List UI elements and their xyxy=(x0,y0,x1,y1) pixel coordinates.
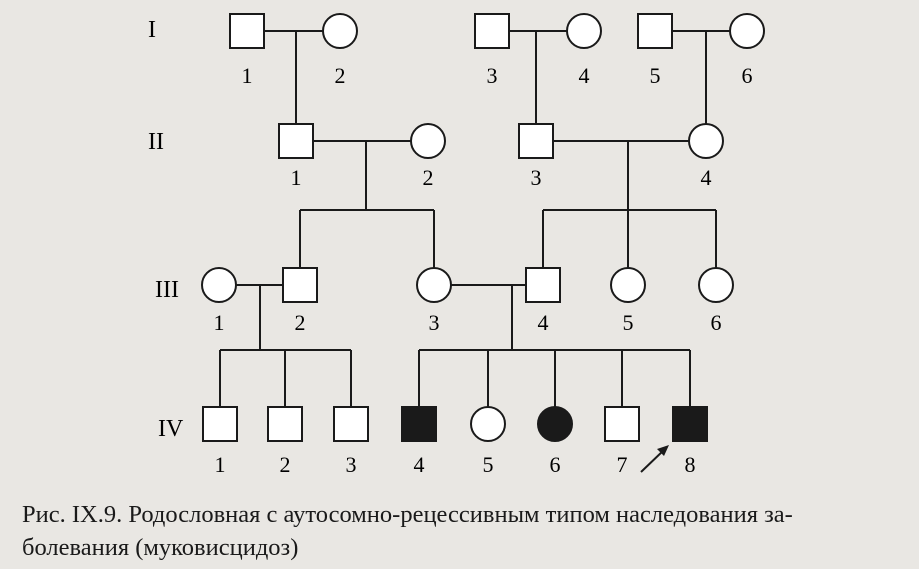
individual-number-i-2: 2 xyxy=(335,63,346,88)
pedigree-lines xyxy=(219,30,730,407)
generation-label-II: II xyxy=(148,129,164,155)
individual-number-ii-3: 3 xyxy=(531,165,542,190)
caption-line-2: болевания (муковисцидоз) xyxy=(22,534,299,561)
female-symbol-ii-2 xyxy=(410,123,446,159)
male-symbol-ii-3 xyxy=(518,123,554,159)
individual-number-ii-1: 1 xyxy=(291,165,302,190)
generation-label-IV: IV xyxy=(158,416,184,442)
female-symbol-iii-1 xyxy=(201,267,237,303)
male-symbol-i-5 xyxy=(637,13,673,49)
individual-number-iv-1: 1 xyxy=(215,452,226,477)
caption-line-1: Рис. IX.9. Родословная с аутосомно-рецес… xyxy=(22,501,793,528)
generation-label-III: III xyxy=(155,277,179,303)
male-symbol-iv-4 xyxy=(401,406,437,442)
individual-number-iii-3: 3 xyxy=(429,310,440,335)
figure-caption: Рис. IX.9. Родословная с аутосомно-рецес… xyxy=(22,498,912,564)
female-symbol-i-2 xyxy=(322,13,358,49)
male-symbol-iv-2 xyxy=(267,406,303,442)
individual-number-iv-5: 5 xyxy=(483,452,494,477)
male-symbol-iv-1 xyxy=(202,406,238,442)
female-symbol-i-4 xyxy=(566,13,602,49)
individual-number-ii-2: 2 xyxy=(423,165,434,190)
individual-number-iii-6: 6 xyxy=(711,310,722,335)
individual-number-iv-4: 4 xyxy=(414,452,425,477)
male-symbol-iii-4 xyxy=(525,267,561,303)
female-symbol-iii-5 xyxy=(610,267,646,303)
generation-label-I: I xyxy=(148,17,156,43)
male-symbol-iv-8 xyxy=(672,406,708,442)
individual-number-iv-8: 8 xyxy=(685,452,696,477)
individual-number-i-4: 4 xyxy=(579,63,590,88)
individual-number-i-5: 5 xyxy=(650,63,661,88)
female-symbol-iii-3 xyxy=(416,267,452,303)
proband-arrow xyxy=(640,445,669,473)
male-symbol-iv-7 xyxy=(604,406,640,442)
male-symbol-i-3 xyxy=(474,13,510,49)
individual-number-iv-7: 7 xyxy=(617,452,628,477)
female-symbol-iii-6 xyxy=(698,267,734,303)
individual-number-iii-4: 4 xyxy=(538,310,549,335)
male-symbol-iv-3 xyxy=(333,406,369,442)
generation-labels: I II III IV xyxy=(148,17,184,442)
female-symbol-i-6 xyxy=(729,13,765,49)
pedigree-individuals: 1 2 3 4 5 6 1 2 3 4 1 2 3 4 5 6 1 2 3 4 5 6 7 8 xyxy=(201,13,765,477)
female-symbol-iv-6 xyxy=(537,406,573,442)
individual-number-iii-2: 2 xyxy=(295,310,306,335)
pedigree-chart: I II III IV 1 2 3 4 5 6 1 2 3 4 1 2 3 4 5 6 1 2 3 4 5 6 7 8 xyxy=(148,13,765,477)
individual-number-ii-4: 4 xyxy=(701,165,712,190)
individual-number-i-6: 6 xyxy=(742,63,753,88)
male-symbol-iii-2 xyxy=(282,267,318,303)
individual-number-iii-1: 1 xyxy=(214,310,225,335)
individual-number-iv-3: 3 xyxy=(346,452,357,477)
female-symbol-ii-4 xyxy=(688,123,724,159)
female-symbol-iv-5 xyxy=(470,406,506,442)
individual-number-iv-6: 6 xyxy=(550,452,561,477)
individual-number-i-3: 3 xyxy=(487,63,498,88)
individual-number-iii-5: 5 xyxy=(623,310,634,335)
male-symbol-i-1 xyxy=(229,13,265,49)
male-symbol-ii-1 xyxy=(278,123,314,159)
individual-number-i-1: 1 xyxy=(242,63,253,88)
individual-number-iv-2: 2 xyxy=(280,452,291,477)
